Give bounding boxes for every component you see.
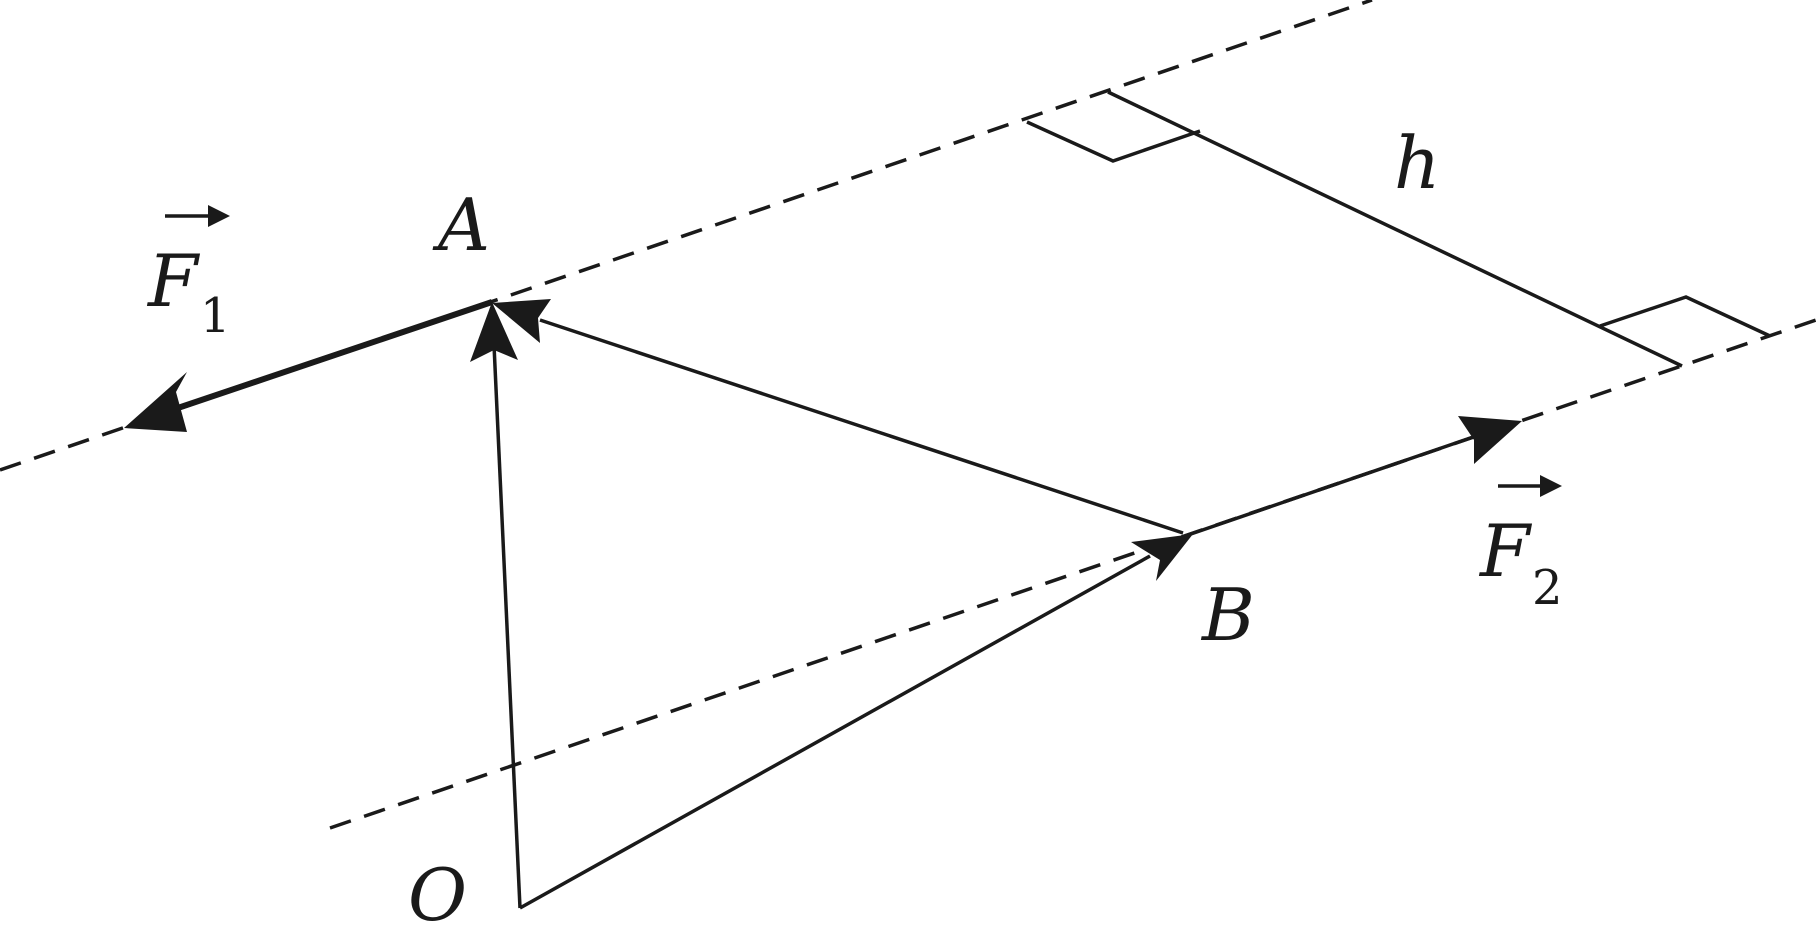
label-a: A xyxy=(432,183,490,267)
vector-f1 xyxy=(159,299,493,417)
vector-oa-arrowhead xyxy=(470,302,518,362)
label-f1: F xyxy=(146,239,201,323)
right-angle-marker-top xyxy=(1026,120,1201,163)
vector-f2-arrowhead xyxy=(1458,416,1522,464)
label-f2: F xyxy=(1478,509,1533,593)
vector-f1-arrowhead xyxy=(124,372,187,432)
vector-ba-arrowhead xyxy=(492,299,551,343)
label-o: O xyxy=(408,853,467,937)
vector-ob-arrowhead xyxy=(1131,534,1193,581)
right-angle-marker-bottom xyxy=(1599,295,1771,338)
vector-ba xyxy=(539,318,1184,535)
label-f1-subscript: 1 xyxy=(200,288,231,344)
label-b: B xyxy=(1200,573,1255,657)
line-of-action-f1 xyxy=(0,0,1373,472)
f2-vector-arrow-tip xyxy=(1540,475,1562,497)
vector-ob xyxy=(519,554,1151,910)
label-f2-subscript: 2 xyxy=(1532,560,1563,616)
vector-f2 xyxy=(1184,432,1483,538)
label-h: h xyxy=(1394,121,1440,205)
line-of-action-f2 xyxy=(329,318,1816,830)
distance-h-segment xyxy=(1107,90,1683,368)
vector-oa xyxy=(492,344,522,909)
f1-vector-arrow-tip xyxy=(208,205,230,227)
